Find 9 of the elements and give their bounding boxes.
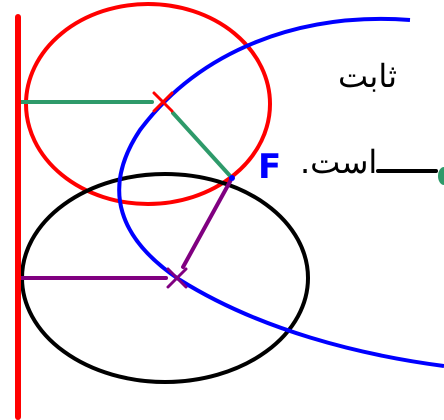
point-cross-mark xyxy=(166,267,188,289)
connector-line xyxy=(19,276,168,280)
connector-line xyxy=(181,179,232,269)
handwritten-note: ثابت xyxy=(338,60,397,92)
focus-label: F xyxy=(258,150,282,184)
connector-line xyxy=(19,100,154,104)
handwritten-note: است. xyxy=(300,146,378,178)
connector-line xyxy=(170,111,232,177)
point-cross-mark xyxy=(152,91,174,113)
